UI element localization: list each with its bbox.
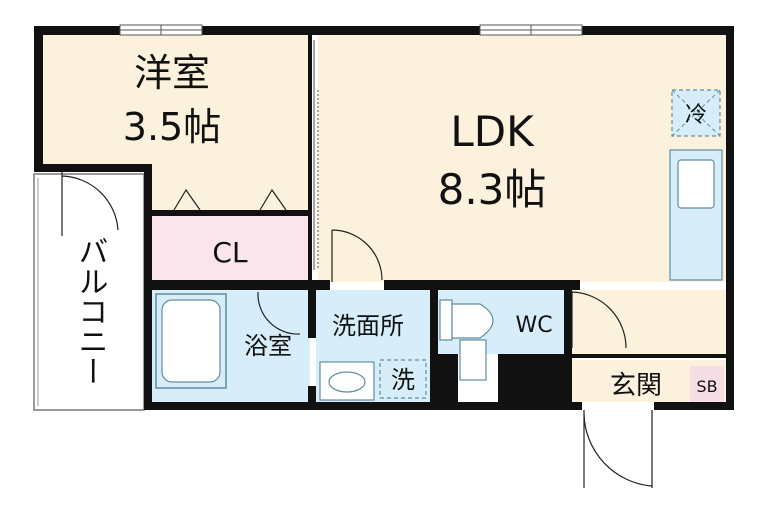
wall [572,354,726,358]
wall [654,402,734,410]
wall [564,290,572,410]
washroom-label: 洗面所 [332,312,404,340]
doors [61,172,653,488]
hall-floor [572,290,726,354]
fridge-space [671,89,721,137]
wall [384,280,580,290]
windows [119,24,583,36]
toilet-icon [439,299,494,381]
toilet-label: WC [515,313,552,338]
western-room-floor [40,34,308,166]
labels: 洋室 3.5帖 LDK 8.3帖 CL バルコニー 浴室 洗面所 WC 玄関 S… [73,51,718,401]
wall [438,354,458,406]
basin-bowl-icon [328,371,366,393]
toilet-door [571,291,627,349]
wall [308,290,316,338]
ldk-size: 8.3帖 [438,165,547,214]
bath-door [257,291,301,335]
washer-label: 洗 [391,366,415,394]
ldk-name: LDK [450,107,535,156]
shoebox-floor [690,366,724,402]
fixtures [155,89,723,401]
wall [152,210,312,216]
entrance-label: 玄関 [610,371,662,401]
pipe-shaft [498,354,564,406]
balcony-label: バルコニー [73,236,108,386]
western-room-floor-lower [150,166,308,210]
bath-label: 浴室 [244,332,292,360]
wall [430,290,438,406]
wall [308,386,316,406]
walls [34,26,734,410]
closet-floor [152,216,308,280]
sliding-partition [313,40,319,270]
ldk-floor [318,34,726,282]
kitchen-sink-icon [677,159,715,209]
closet-folding-door [173,188,287,211]
western-room-name: 洋室 [134,51,210,95]
wall [308,34,312,282]
entrance-door [583,410,653,488]
western-room-size: 3.5帖 [123,105,221,149]
wall [144,402,582,410]
fridge-label: 冷 [685,103,707,128]
shoebox-label: SB [696,377,717,396]
wall [726,26,734,410]
balcony-door [61,172,119,236]
wall [34,26,734,35]
wall [34,26,43,172]
wall [144,280,330,290]
wall [34,164,150,172]
bathtub-basin [161,299,221,383]
washer-space [379,359,427,399]
closet-label: CL [212,236,248,269]
ldk-door [331,229,383,282]
